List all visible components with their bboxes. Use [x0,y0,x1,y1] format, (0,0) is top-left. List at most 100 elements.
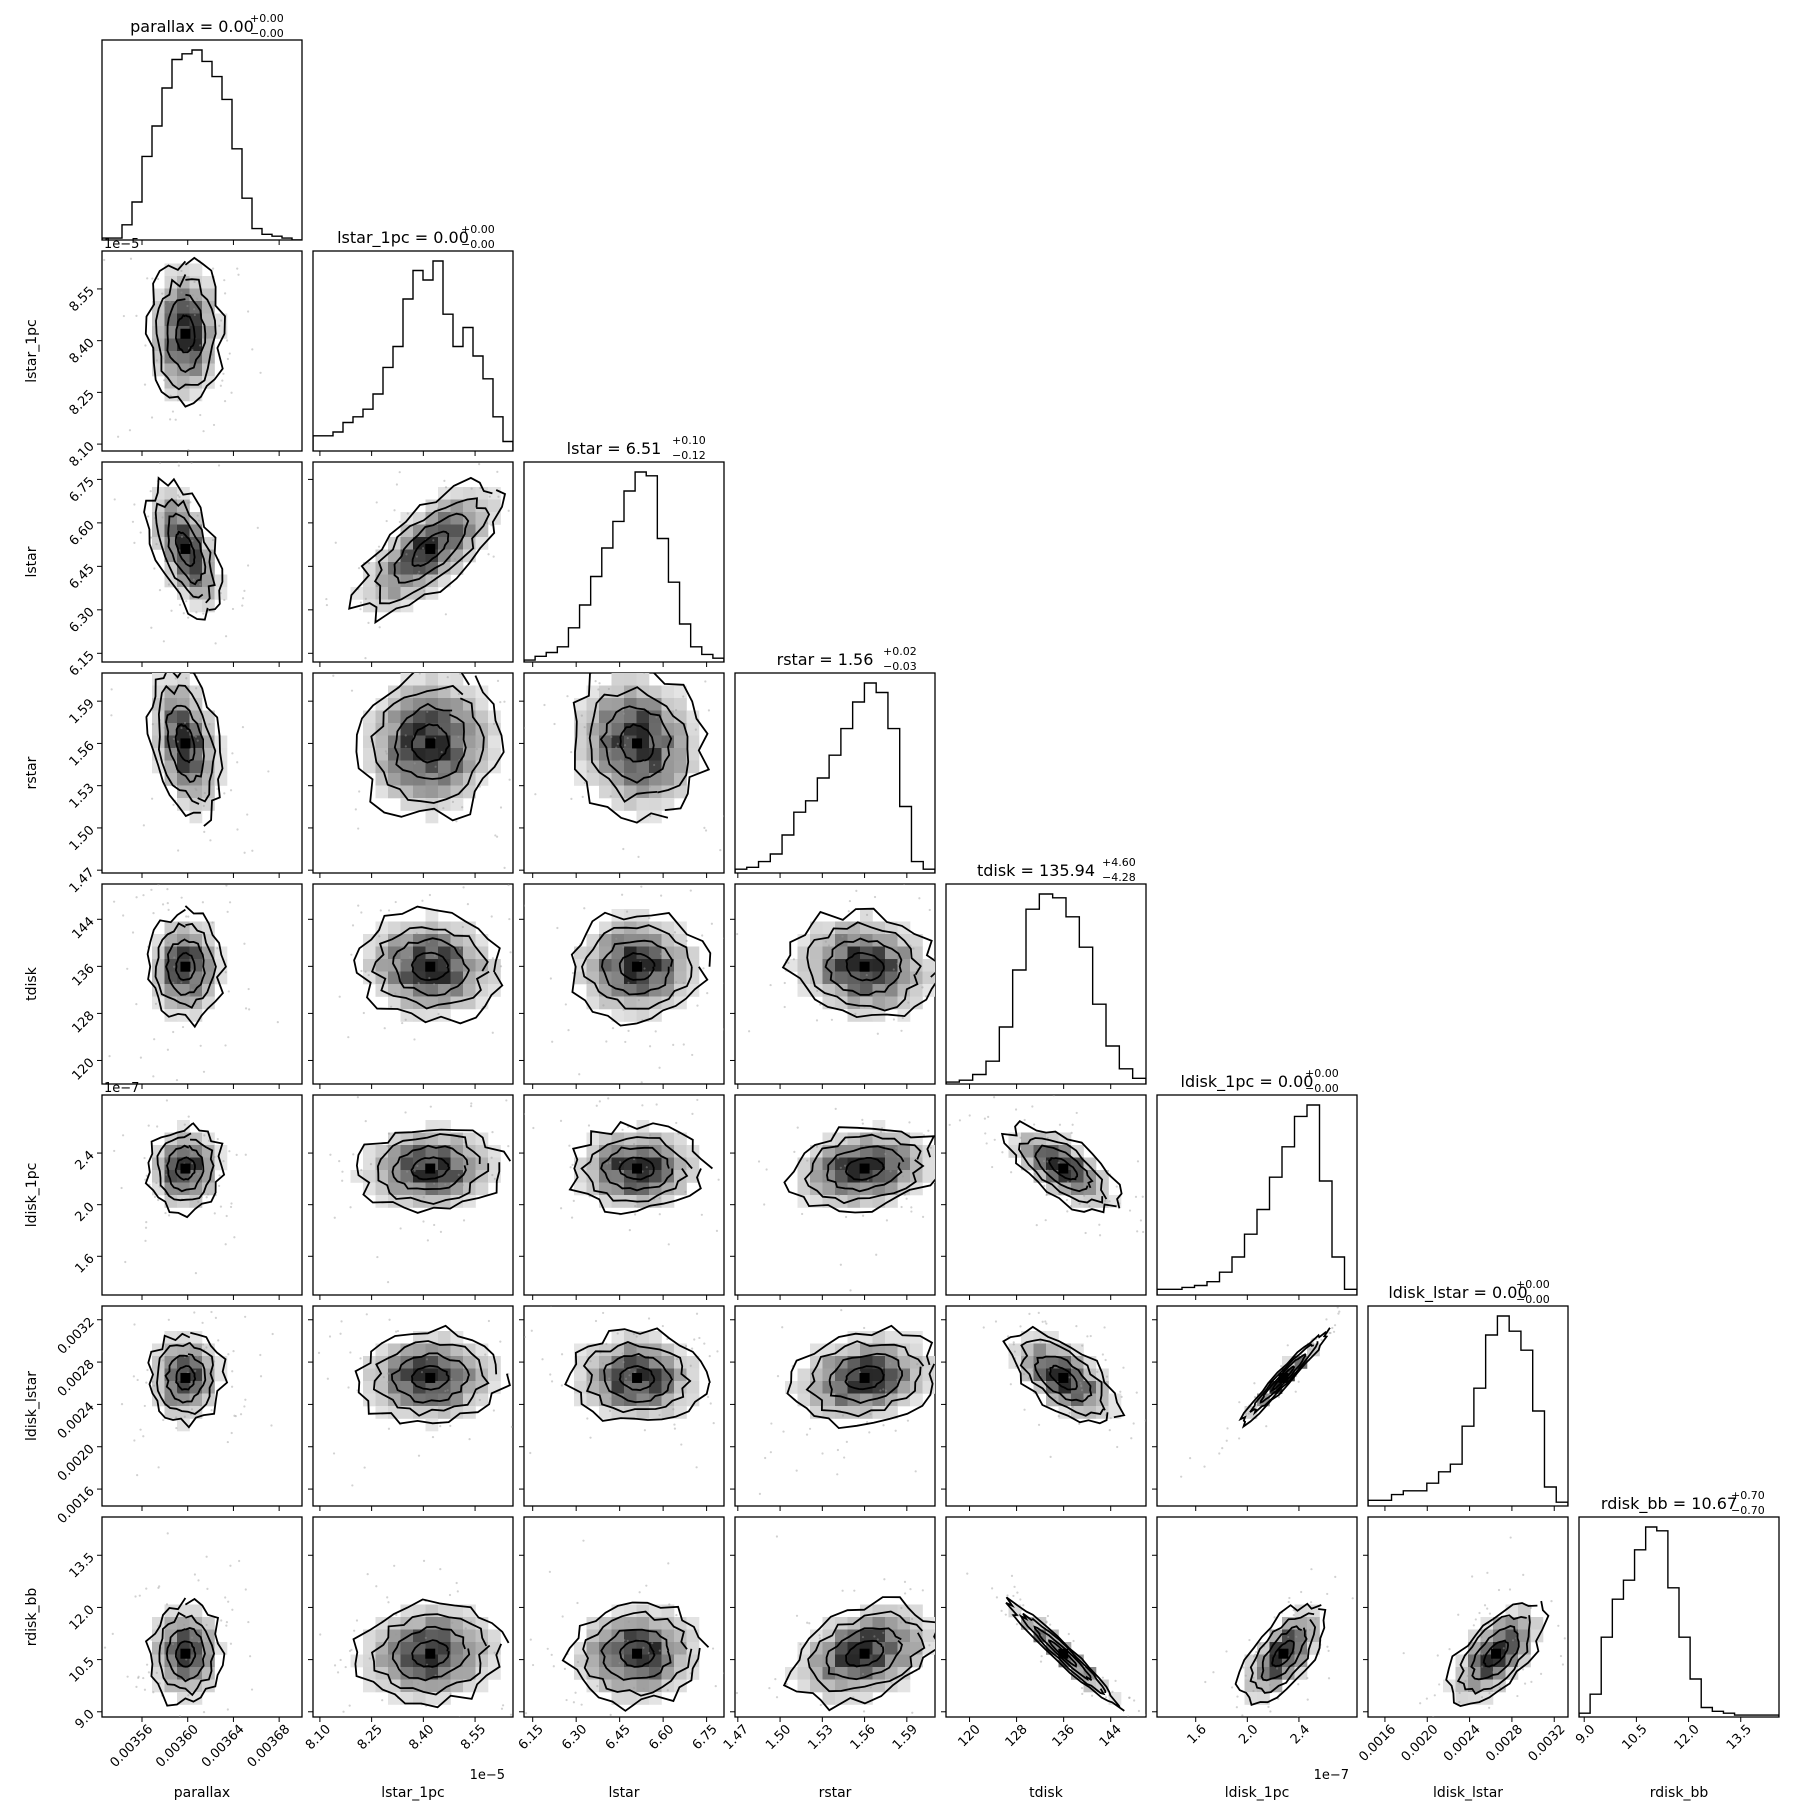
sample-point [598,682,601,685]
sample-point [1046,1614,1050,1618]
density-cell [463,685,476,699]
sample-point [1037,1423,1041,1426]
sample-point [462,886,465,889]
density-cell [164,288,178,302]
density-cell [475,984,489,997]
contour-2sigma [782,1596,935,1712]
sample-point [608,1377,611,1380]
sample-point [550,1306,552,1307]
contour-2sigma [564,1327,711,1422]
sample-point [180,291,183,294]
density-cell [450,673,464,686]
sample-point [1259,1655,1262,1659]
sample-point [394,900,397,904]
ytick-label-lstar_1pc: 8.40 [67,336,98,367]
sample-point [180,243,182,245]
sample-point [196,1172,200,1175]
sample-point [942,1299,944,1301]
sample-point [627,981,630,984]
title-minus-tdisk: −4.28 [1102,871,1136,884]
density-cell [425,512,439,525]
density-cell [649,1381,662,1394]
density-cell [189,326,203,339]
density-cell [586,735,600,749]
density-cell [475,1654,489,1668]
sample-point [642,669,644,671]
sample-point [212,423,216,427]
sample-point [415,555,418,558]
sample-point [1019,1598,1022,1601]
density-cell [910,934,923,947]
sample-point [418,570,421,573]
sample-point [642,1687,645,1690]
sample-point [193,280,196,284]
sample-point [1474,1618,1477,1621]
ytick-label-lstar: 6.75 [67,474,98,505]
sample-point [672,1408,675,1411]
sample-point [225,1624,228,1627]
sample-point [172,1030,175,1034]
sample-point [206,1639,209,1642]
sample-point [1253,1395,1257,1399]
sample-point [1075,1111,1078,1115]
xtick-label-lstar_1pc: 8.10 [303,1722,334,1753]
sample-point [342,1710,345,1713]
density-cell [450,1356,464,1369]
sample-point [1016,1591,1019,1594]
sample-point [609,1397,612,1400]
sample-point [243,851,246,854]
density-cell [686,1356,700,1369]
sample-point [491,1031,494,1034]
sample-point [187,915,190,918]
sample-point [185,943,188,947]
density-cell [400,1654,414,1668]
sample-point [838,940,841,943]
density-cell [599,748,612,761]
sample-point [1006,1335,1010,1338]
sample-point [588,1163,591,1166]
density-cell [375,599,389,613]
sample-point [702,967,705,970]
density-cell [661,1356,675,1369]
sample-point [193,734,196,737]
sample-point [1120,1395,1123,1398]
contour-2sigma [561,1601,710,1712]
sample-point [627,1029,630,1032]
sample-point [417,983,421,986]
density-cell [636,1617,650,1630]
density-cell [202,376,215,389]
density-cell [177,1331,190,1344]
density-cell [177,301,190,314]
density-cell [1518,1642,1531,1655]
density-cell [425,1679,439,1693]
density-cell [363,1642,376,1655]
sample-point [351,924,355,927]
sample-point [1037,1311,1040,1314]
sample-point [900,1029,903,1032]
sample-point [770,1422,773,1425]
sample-point [1166,1751,1168,1753]
sample-point [1327,1677,1331,1680]
sample-point [827,944,831,947]
contour-2sigma [143,476,224,621]
ytick-label-ldisk_1pc: 2.4 [72,1148,97,1173]
sample-point [227,990,230,993]
sample-point [193,1573,197,1576]
sample-point [126,967,129,970]
sample-point [843,1456,846,1459]
sample-point [1256,1402,1259,1406]
density-cell [686,1617,700,1630]
sample-point [113,498,116,501]
sample-point [1480,1696,1484,1699]
sample-point [1083,1194,1086,1197]
histogram-lstar_1pc [313,260,513,451]
sample-point [453,558,457,561]
sample-point [364,597,367,600]
density-peak [1058,1163,1069,1174]
density-cell [586,698,600,711]
density-cell [1021,1132,1034,1146]
sample-point [882,1631,885,1634]
sample-point [162,640,165,643]
density-peak [1278,1372,1289,1383]
density-cell [897,1381,911,1394]
